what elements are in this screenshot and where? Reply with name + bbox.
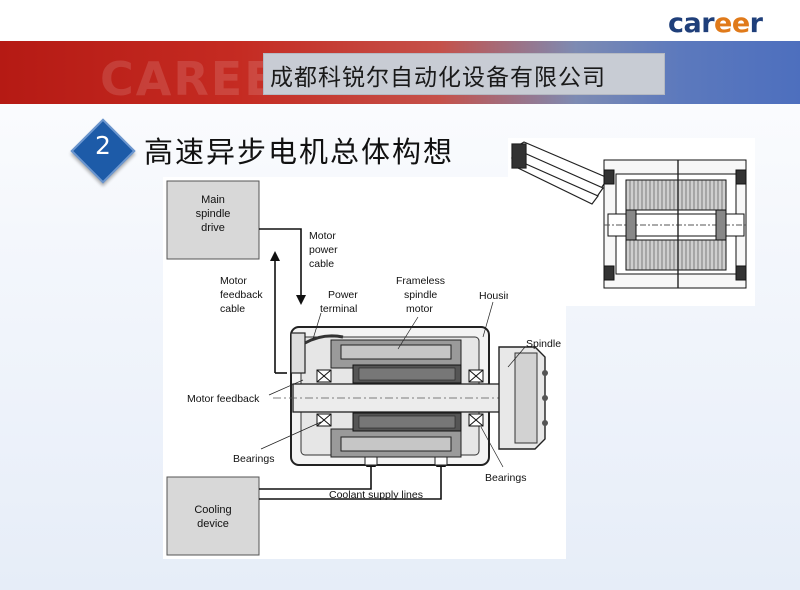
spindle-label: Spindle (526, 338, 561, 350)
career-logo: career (668, 8, 763, 39)
bearings-right-label: Bearings (485, 472, 526, 484)
spindle-motor-schematic: Main spindle drive Cooling device (166, 180, 561, 556)
rotor-top (352, 364, 462, 384)
motor-feedback-cable-label: feedback (220, 289, 263, 301)
cross-section-drawing (508, 138, 755, 306)
spindle-motor-diagram: Main spindle drive Cooling device (163, 177, 566, 559)
callout-labels: Motor power cable Motor feedback cable P… (187, 230, 561, 501)
motor-feedback-cable-label: cable (220, 303, 245, 315)
bearings-left-label: Bearings (233, 453, 274, 465)
coolant-ports (364, 456, 448, 466)
cross-section-svg (510, 141, 748, 289)
rotor-bottom (352, 412, 462, 432)
leader-lines (260, 301, 526, 468)
motor-feedback-cable-label: Motor (220, 275, 247, 287)
cable-bundle (510, 141, 609, 205)
cooling-device-label: device (197, 518, 229, 530)
stator-top (330, 339, 462, 369)
bearings (316, 369, 484, 427)
power-terminal-label: Power (328, 289, 358, 301)
frameless-motor-label: spindle (404, 289, 437, 301)
motor-cross-section (603, 159, 748, 289)
main-drive-label: spindle (196, 208, 231, 220)
spindle-chuck (498, 346, 548, 450)
main-drive-label: Main (201, 194, 225, 206)
company-name-box (263, 53, 665, 95)
company-name: 成都科锐尔自动化设备有限公司 (270, 65, 606, 91)
cable-lines (259, 228, 442, 500)
motor-feedback-label: Motor feedback (187, 393, 260, 405)
coolant-supply-lines-label: Coolant supply lines (329, 489, 423, 501)
top-header-area (0, 0, 800, 40)
section-title: 高速异步电机总体构想 (144, 135, 455, 169)
main-drive-label: drive (201, 222, 225, 234)
frameless-motor-label: motor (406, 303, 433, 315)
motor-power-cable-label: Motor (309, 230, 336, 242)
main-spindle-drive-box (166, 180, 260, 260)
stator-bottom (330, 428, 462, 458)
section-number: 2 (95, 131, 111, 160)
motor-power-cable-label: power (309, 244, 338, 256)
cooling-device-label: Cooling (194, 504, 231, 516)
spindle-shaft (273, 383, 543, 413)
frameless-motor-label: Frameless (396, 275, 445, 287)
cooling-device-box (166, 476, 260, 556)
power-terminal-label: terminal (320, 303, 357, 315)
power-terminal (290, 332, 344, 374)
motor-power-cable-label: cable (309, 258, 334, 270)
